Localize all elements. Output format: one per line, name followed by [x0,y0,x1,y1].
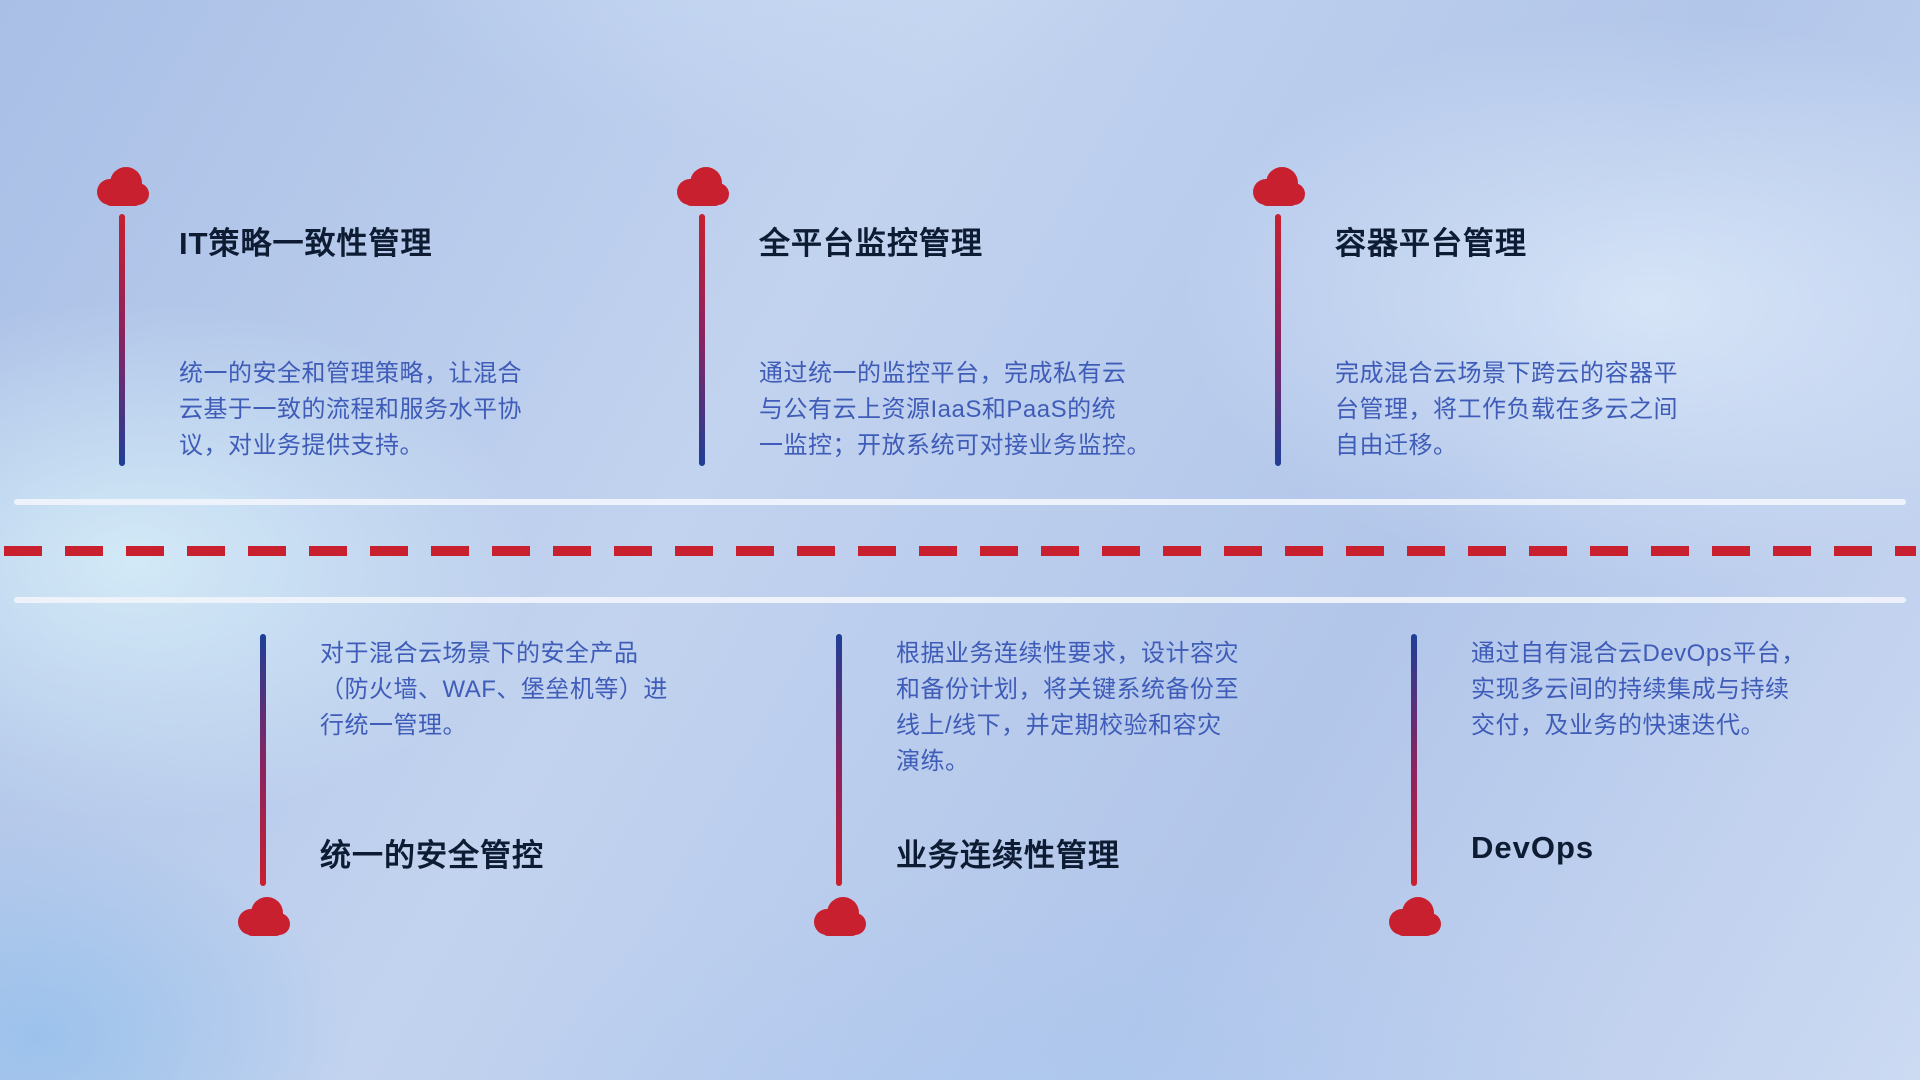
cloud-icon [810,896,868,938]
item-description: 通过自有混合云DevOps平台， 实现多云间的持续集成与持续 交付，及业务的快速… [1471,640,1806,739]
connector-line [1275,214,1281,466]
connector-line [836,634,842,886]
cloud-icon [93,166,151,208]
timeline-solid-line-top [14,499,1906,505]
item-title: 容器平台管理 [1335,226,1527,261]
item-description: 通过统一的监控平台，完成私有云 与公有云上资源IaaS和PaaS的统 一监控；开… [759,360,1151,459]
item-title: IT策略一致性管理 [179,226,433,261]
cloud-icon [234,896,292,938]
connector-line [699,214,705,466]
item-title: 统一的安全管控 [320,838,544,873]
item-description: 统一的安全和管理策略，让混合 云基于一致的流程和服务水平协 议，对业务提供支持。 [179,360,522,459]
connector-line [260,634,266,886]
item-description: 完成混合云场景下跨云的容器平 台管理，将工作负载在多云之间 自由迁移。 [1335,360,1678,459]
cloud-icon [1249,166,1307,208]
cloud-icon [673,166,731,208]
timeline-dashed-line [4,546,1916,556]
item-description: 对于混合云场景下的安全产品 （防火墙、WAF、堡垒机等）进 行统一管理。 [320,640,668,739]
item-title: DevOps [1471,830,1595,865]
item-title: 业务连续性管理 [896,838,1120,873]
connector-line [119,214,125,466]
connector-line [1411,634,1417,886]
timeline-solid-line-bottom [14,597,1906,603]
cloud-icon [1385,896,1443,938]
item-title: 全平台监控管理 [759,226,983,261]
item-description: 根据业务连续性要求，设计容灾 和备份计划，将关键系统备份至 线上/线下，并定期校… [896,640,1239,775]
